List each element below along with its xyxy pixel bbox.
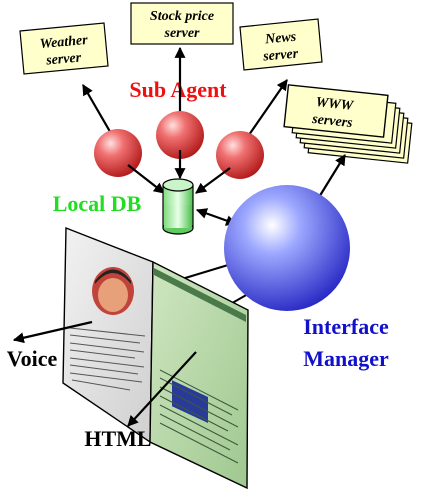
interface-manager-sphere [224, 185, 350, 311]
www-servers-label-2: servers [310, 112, 353, 131]
interface-label-1: Interface [303, 314, 389, 339]
news-server-label-2: server [262, 46, 300, 64]
stock-server-label-1: Stock price [150, 9, 214, 24]
interface-label-2: Manager [303, 346, 389, 371]
voice-arrow [12, 320, 93, 344]
browser-toolbar [154, 268, 246, 322]
weather-server-box: Weather server [19, 22, 109, 75]
html-screen [149, 260, 249, 490]
weather-sub-agent-sphere [94, 129, 142, 177]
news-server-label-1: News [264, 30, 298, 48]
face-image [92, 267, 134, 315]
html-label: HTML [84, 426, 151, 451]
sub-agent-label: Sub Agent [129, 77, 227, 102]
local-db-label: Local DB [53, 191, 142, 216]
stock-price-server-box: Stock price server [130, 2, 234, 45]
browser-image [172, 380, 208, 423]
weather-server-label-2: server [45, 50, 83, 68]
sub-agent-spheres [94, 111, 264, 179]
voice-screen-text-lines [69, 327, 146, 391]
html-arrow [127, 351, 197, 427]
voice-label: Voice [7, 346, 58, 371]
www-servers-label-1: WWW [315, 95, 355, 114]
stock-sub-agent-sphere [156, 111, 204, 159]
local-db-cylinder [162, 178, 194, 235]
www-servers-stack: WWW servers [283, 84, 413, 164]
stock-server-label-2: server [164, 26, 201, 41]
news-sub-agent-sphere [216, 131, 264, 179]
agent-db-arrows [127, 150, 231, 194]
news-server-box: News server [239, 18, 323, 71]
output-screens [62, 226, 249, 490]
weather-server-label-1: Weather [39, 33, 89, 52]
db-manager-arrow [195, 208, 238, 226]
